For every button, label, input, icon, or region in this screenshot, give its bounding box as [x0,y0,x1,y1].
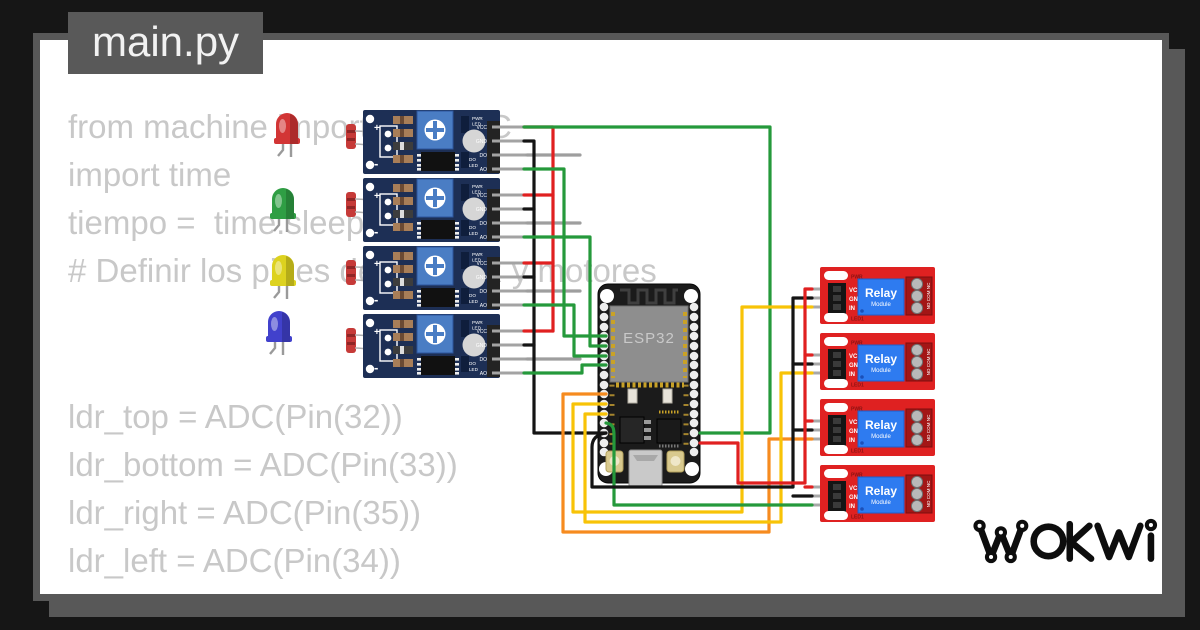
led-green[interactable] [268,186,298,234]
led-yellow[interactable] [268,253,298,301]
regulator-leg [644,436,651,440]
ldr-module-2[interactable] [344,176,529,244]
wire-3v3-rail[interactable] [522,125,772,435]
relay-module-1[interactable] [809,266,936,325]
wire-relay1-in[interactable] [571,305,814,514]
ldr-module-3[interactable] [344,244,529,312]
code-line: ldr_top = ADC(Pin(32)) [68,398,403,435]
wire-gnd-chain[interactable] [522,139,608,435]
logo-nodes [973,518,1158,564]
capacitor [662,388,673,404]
wokwi-logo [973,518,1158,564]
mount-hole [600,289,614,303]
capacitor [627,388,638,404]
code-line: ldr_left = ADC(Pin(34)) [68,542,401,579]
wire-ao-1[interactable] [522,167,608,338]
usb-chip [656,418,682,444]
relay-module-2[interactable] [809,332,936,391]
relay-module-4[interactable] [809,464,936,523]
code-line: ldr_bottom = ADC(Pin(33)) [68,446,458,483]
regulator-leg [644,420,651,424]
led-blue-shape [264,309,294,357]
relay-module-3[interactable] [809,398,936,457]
wire-ao-3[interactable] [522,303,608,358]
regulator-leg [644,428,651,432]
code-line: import time [68,156,232,193]
mount-hole [684,289,698,303]
esp32-pins-left [599,302,609,457]
wire-relay-gnd-chain[interactable] [590,296,814,489]
wire-vcc-chain[interactable] [522,125,555,333]
mount-hole [685,462,699,476]
en-button-cap [670,456,681,466]
esp32-label: ESP32 [623,330,675,347]
wire-relay-vcc-chain[interactable] [698,287,814,485]
esp32-shield [609,305,689,383]
wire-relay2-in[interactable] [583,371,814,524]
led-green-shape [268,186,298,234]
voltage-regulator [619,416,645,444]
led-red-shape [272,111,302,159]
led-yellow-shape [268,253,298,301]
wire-relay4-in[interactable] [604,421,814,507]
antenna-trace [620,288,678,305]
logo-k-arms [1068,522,1095,562]
code-line: ldr_right = ADC(Pin(35)) [68,494,422,531]
file-tab[interactable]: main.py [68,12,264,74]
esp32-pins-right [689,302,699,457]
wire-ao-4[interactable] [522,363,608,375]
logo-w2 [1094,522,1144,561]
ldr-module-4[interactable] [344,312,529,380]
led-red[interactable] [272,111,302,159]
wire-relay3-in[interactable] [561,392,814,534]
usb-detail [633,455,658,461]
logo-o [1030,523,1067,560]
led-blue[interactable] [264,309,294,357]
wire-ao-2[interactable] [522,235,608,348]
ldr-module-1[interactable] [344,108,529,176]
code-line: tiempo = time.sleep [68,204,365,241]
